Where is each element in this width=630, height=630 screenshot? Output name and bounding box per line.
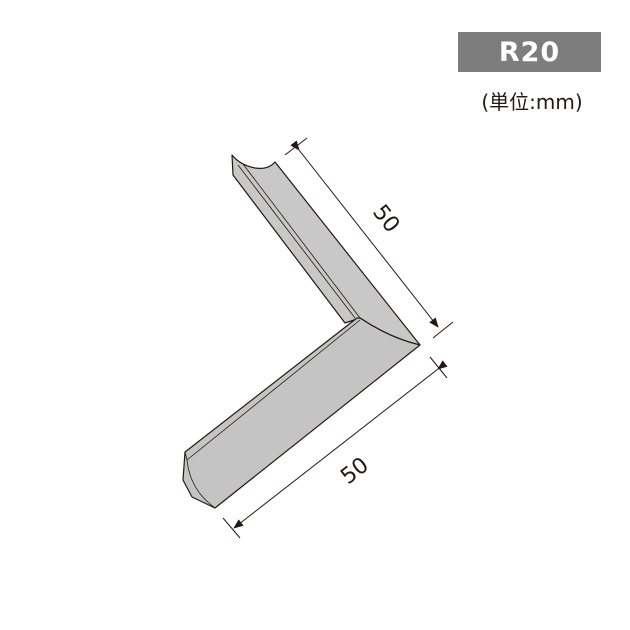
unit-label: (単位:mm) xyxy=(481,90,583,114)
dimension-lines xyxy=(222,137,454,539)
dimension-label-vertical: 50 xyxy=(367,200,404,237)
radius-badge: R20 xyxy=(458,32,601,72)
dimension-label-horizontal: 50 xyxy=(336,453,373,490)
